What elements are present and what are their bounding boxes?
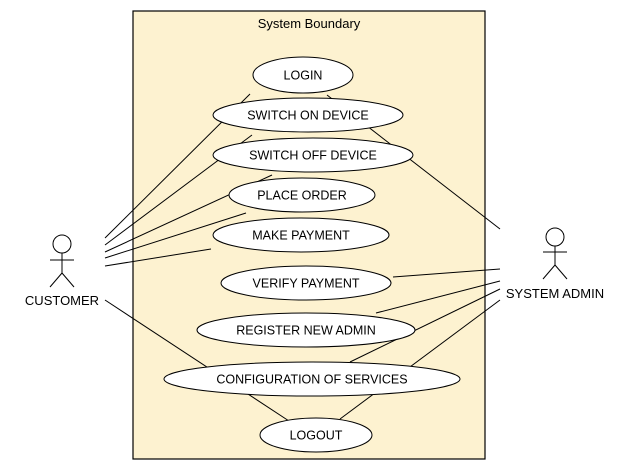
- use-case-register-admin-label: REGISTER NEW ADMIN: [236, 324, 376, 338]
- use-case-configuration-of-services: CONFIGURATION OF SERVICES: [163, 361, 461, 397]
- use-case-switch-on-device: SWITCH ON DEVICE: [212, 97, 404, 133]
- assoc-customer-make-payment: [104, 212, 247, 259]
- use-case-make-payment: MAKE PAYMENT: [212, 217, 390, 253]
- use-case-verify-payment: VERIFY PAYMENT: [220, 265, 392, 301]
- use-case-login: LOGIN: [252, 56, 354, 94]
- actor-customer: [49, 234, 75, 288]
- assoc-customer-make-payment-2: [104, 248, 212, 267]
- assoc-admin-verify-payment: [392, 268, 501, 278]
- use-case-logout-label: LOGOUT: [290, 429, 343, 443]
- actor-customer-label: CUSTOMER: [25, 293, 99, 308]
- actor-admin-head-icon: [545, 227, 565, 247]
- assoc-admin-register-admin: [375, 280, 501, 314]
- use-case-place-order: PLACE ORDER: [228, 177, 376, 213]
- use-case-switch-off-label: SWITCH OFF DEVICE: [249, 149, 377, 163]
- use-case-logout: LOGOUT: [259, 417, 373, 453]
- use-case-make-payment-label: MAKE PAYMENT: [252, 229, 350, 243]
- assoc-admin-config-services: [349, 288, 501, 363]
- use-case-place-order-label: PLACE ORDER: [257, 189, 347, 203]
- use-case-register-new-admin: REGISTER NEW ADMIN: [196, 312, 416, 348]
- use-case-config-services-label: CONFIGURATION OF SERVICES: [216, 373, 407, 387]
- use-case-verify-payment-label: VERIFY PAYMENT: [253, 277, 360, 291]
- use-case-switch-off-device: SWITCH OFF DEVICE: [212, 137, 414, 173]
- actor-system-admin: [542, 227, 568, 280]
- actor-customer-head-icon: [52, 234, 72, 254]
- actor-system-admin-label: SYSTEM ADMIN: [506, 286, 604, 301]
- assoc-admin-logout: [339, 299, 501, 420]
- use-case-switch-on-label: SWITCH ON DEVICE: [247, 109, 369, 123]
- assoc-customer-logout: [104, 299, 290, 422]
- use-case-login-label: LOGIN: [284, 69, 323, 83]
- boundary-title: System Boundary: [258, 16, 361, 31]
